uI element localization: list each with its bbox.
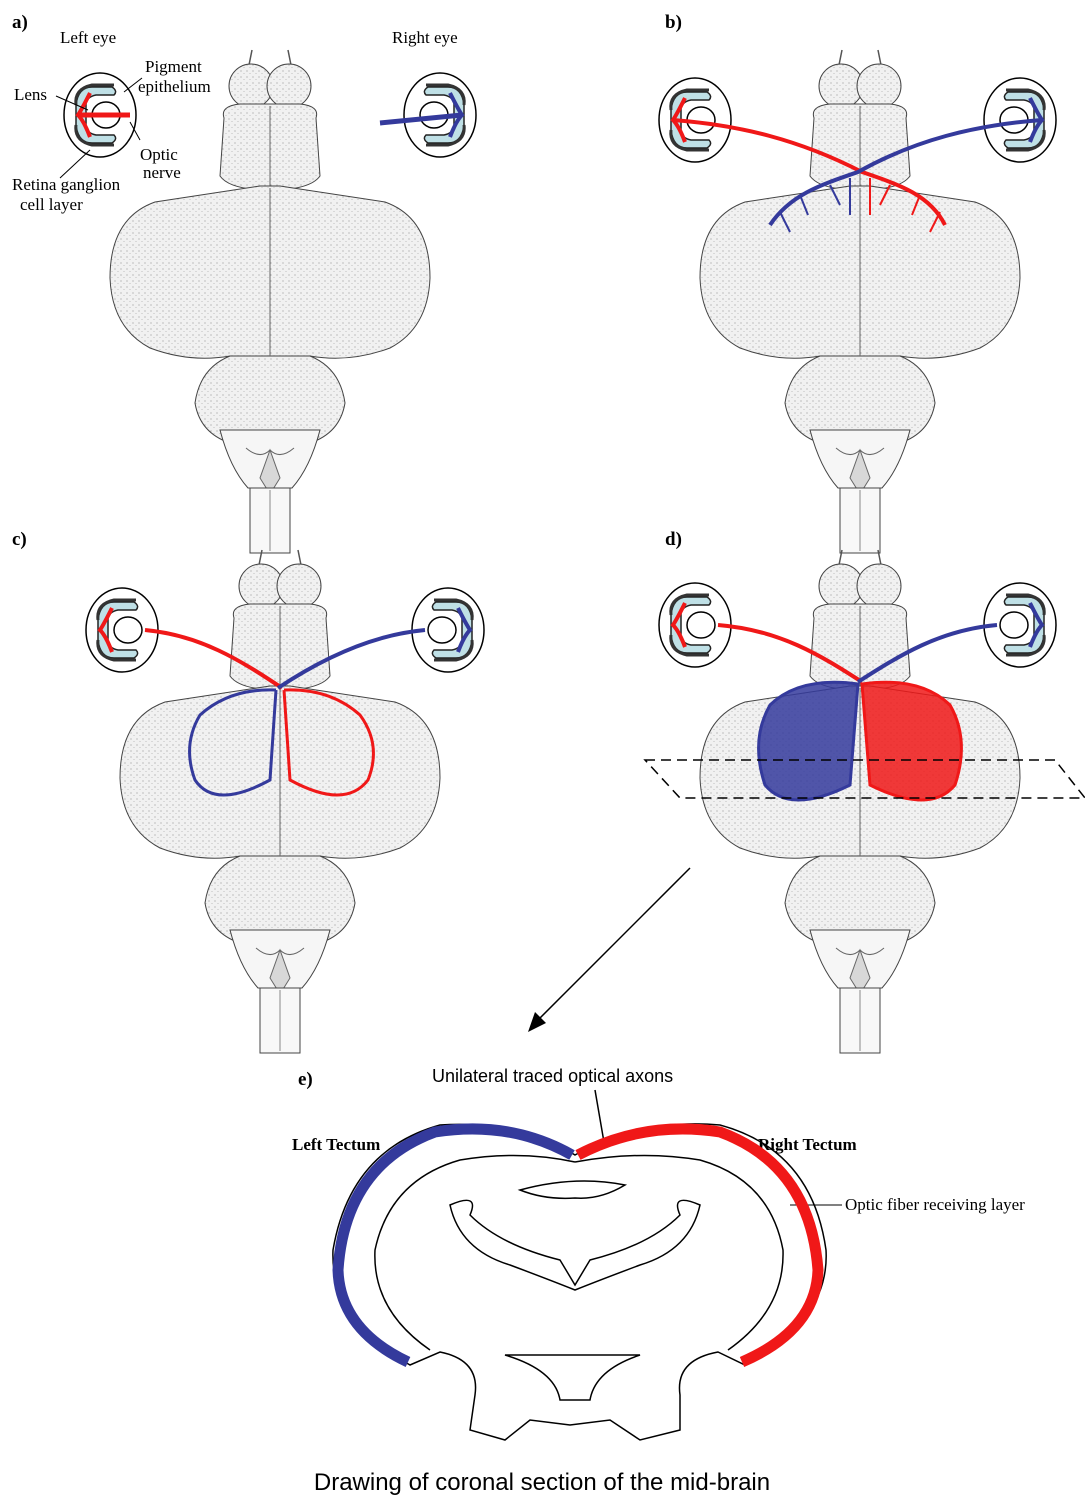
right-eye-label: Right eye [392,28,458,47]
figure-caption: Drawing of coronal section of the mid-br… [314,1469,770,1496]
right-tectum-label: Right Tectum [758,1135,857,1154]
optic-nerve-label-2: nerve [143,163,181,182]
right-eye-b [984,78,1056,162]
panel-c-label: c) [12,529,27,550]
pigment-label-2: epithelium [138,77,211,96]
coronal-section [333,1124,826,1440]
panel-b-label: b) [665,12,682,33]
left-eye-label: Left eye [60,28,116,47]
fiber-layer-label: Optic fiber receiving layer [845,1195,1025,1214]
retina-label-1: Retina ganglion [12,175,121,194]
panel-e-label: e) [298,1069,313,1090]
panel-d-label: d) [665,529,682,550]
lens-label: Lens [14,85,47,104]
left-eye-a [64,73,136,157]
brain-b [700,50,1020,553]
left-eye-b [659,78,731,162]
panel-a-label: a) [12,12,28,33]
brain-a [110,50,430,553]
left-tectum-label: Left Tectum [292,1135,380,1154]
retina-label-2: cell layer [20,195,83,214]
axons-label: Unilateral traced optical axons [432,1066,673,1086]
pointer-arrow [528,868,690,1032]
pigment-label-1: Pigment [145,57,202,76]
brain-d [700,550,1020,1053]
optic-nerve-label-1: Optic [140,145,178,164]
brain-c [120,550,440,1053]
right-eye-a [380,73,476,157]
